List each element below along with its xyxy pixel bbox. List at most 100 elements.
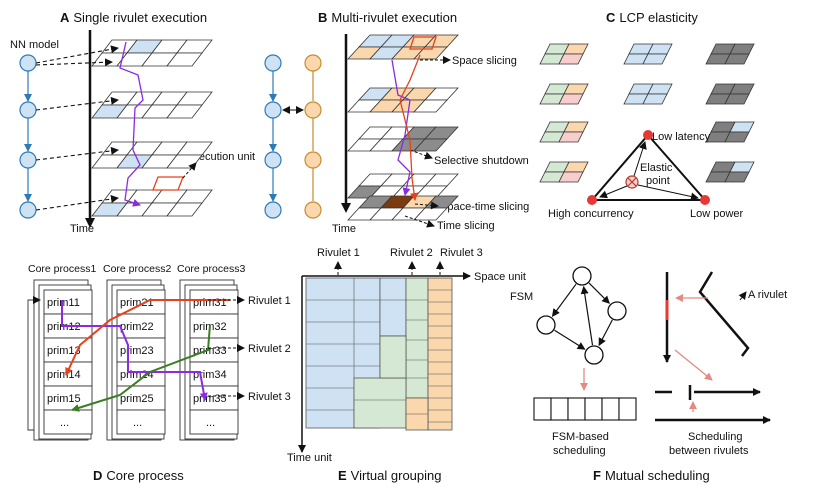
grid-cell (642, 53, 668, 65)
grid-cell (558, 93, 584, 105)
path-red (399, 54, 421, 201)
fsm-edge (588, 282, 610, 304)
prim-label: prim34 (193, 369, 227, 381)
grid-cell (724, 53, 750, 65)
between-label-2: between rivulets (669, 445, 749, 457)
elastic-cross (627, 177, 637, 187)
core-process-3-header: Core process3 (177, 263, 245, 275)
plane-a-2 (91, 91, 213, 119)
prim-cell (189, 313, 239, 339)
fsm-edge (551, 283, 577, 317)
rivulet-node-blue (264, 54, 282, 72)
elastic-arrow (633, 141, 647, 177)
lcp-triangle (589, 133, 708, 201)
loop-arrow (27, 296, 41, 431)
grid-cell (413, 99, 448, 113)
lcp-tile (705, 43, 755, 65)
rivulet-2-label-d: Rivulet 2 (248, 343, 291, 355)
fsm-label: FSM (510, 291, 533, 303)
fsm-edge (554, 329, 586, 350)
queue-slot (550, 397, 569, 421)
fsm-state (572, 266, 592, 286)
rivulet-1-label-e: Rivulet 1 (317, 247, 360, 259)
rivulet-node-orange (304, 54, 322, 72)
selective-shutdown-label: Selective shutdown (434, 155, 529, 167)
lcp-tile (623, 43, 673, 65)
rivulet-node-orange (304, 101, 322, 119)
vertex-dot (643, 130, 653, 140)
rivulet-3-label-e: Rivulet 3 (440, 247, 483, 259)
fsm-sched-label-1: FSM-based (552, 431, 609, 443)
rivulet-node-blue (264, 151, 282, 169)
prim-label: prim33 (193, 345, 227, 357)
panel-b-graphics (264, 34, 459, 228)
fsm-state (607, 301, 627, 321)
plane-b-4 (347, 173, 459, 199)
rivulet-2-label-e: Rivulet 2 (390, 247, 433, 259)
prim-label: prim31 (193, 297, 227, 309)
execution-unit-arrow (182, 162, 197, 179)
panel-c-graphics (539, 43, 755, 205)
queue-slot (533, 397, 552, 421)
rivulet-3-label-d: Rivulet 3 (248, 391, 291, 403)
rivulet-node-blue (264, 201, 282, 219)
space-unit-label: Space unit (474, 271, 526, 283)
prim-cell (116, 409, 166, 435)
grid-cell (724, 93, 750, 105)
elastic-point-label-1: Elastic (640, 162, 673, 174)
vertex-dot (587, 195, 597, 205)
model-node (19, 54, 37, 72)
blue-group (379, 277, 407, 337)
rivulet-green-path (71, 324, 211, 412)
elastic-arrow (599, 185, 628, 199)
rivulet-purple-path (61, 300, 208, 401)
panel-f-graphics (533, 266, 771, 424)
lcp-tile (705, 121, 755, 143)
prim-label: prim22 (120, 321, 154, 333)
fsm-state (584, 345, 604, 365)
vertex-dot (700, 195, 710, 205)
rivulet-bend (698, 271, 750, 357)
model-node (19, 151, 37, 169)
rivulet-red-path (65, 299, 230, 376)
grid-cell (166, 52, 203, 67)
core-process-2-header: Core process2 (103, 263, 171, 275)
lcp-tile (539, 161, 589, 183)
grid-cell (558, 171, 584, 183)
green-group (405, 277, 429, 399)
elastic-point-label-2: point (646, 175, 670, 187)
lcp-tile (539, 121, 589, 143)
time-label-b: Time (332, 223, 356, 235)
fsm-sched-label-2: scheduling (553, 445, 606, 457)
plane-a-4 (91, 189, 213, 217)
low-latency-label: Low latency (652, 131, 711, 143)
lcp-tile (539, 43, 589, 65)
prim-label: ... (206, 417, 215, 429)
space-slicing-label: Space slicing (452, 55, 517, 67)
prim-label: ... (133, 417, 142, 429)
prim-label: prim15 (47, 393, 81, 405)
dashed-arrow (35, 58, 113, 67)
dashed-arrow (409, 149, 433, 160)
model-node (19, 201, 37, 219)
prim-label: ... (60, 417, 69, 429)
rivulet-node-orange (304, 201, 322, 219)
orange-group (427, 277, 453, 431)
lcp-tile (623, 83, 673, 105)
prim-label: prim14 (47, 369, 81, 381)
dashed-arrow (738, 291, 747, 301)
prim-label: prim23 (120, 345, 154, 357)
core-process-1-header: Core process1 (28, 263, 96, 275)
grid-cell (413, 46, 448, 60)
grid-cell (413, 138, 448, 152)
grid-cell (642, 93, 668, 105)
panel-d-graphics: prim11prim12prim13prim14prim15...prim21p… (27, 279, 245, 441)
execution-unit-label: Execution unit (186, 151, 255, 163)
